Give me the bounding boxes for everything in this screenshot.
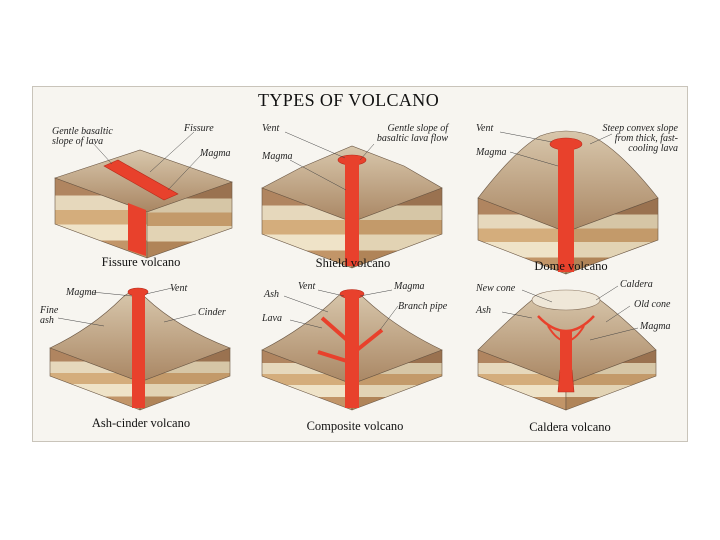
caldera-volcano-illustration	[478, 286, 656, 410]
label-vent: Vent	[476, 124, 493, 134]
label-steep-convex-slope: Steep convex slope from thick, fast-cool…	[598, 124, 678, 154]
caption-caldera-volcano: Caldera volcano	[510, 420, 630, 435]
label-magma: Magma	[394, 282, 425, 292]
label-lava: Lava	[262, 314, 282, 324]
label-ash: Ash	[264, 290, 279, 300]
label-ash: Ash	[476, 306, 491, 316]
label-magma: Magma	[200, 149, 231, 159]
label-gentle-basaltic-slope: Gentle basaltic slope of lava	[52, 127, 132, 147]
label-magma: Magma	[66, 288, 97, 298]
label-caldera: Caldera	[620, 280, 653, 290]
label-new-cone: New cone	[476, 284, 515, 294]
label-magma: Magma	[476, 148, 507, 158]
caption-ash-cinder-volcano: Ash-cinder volcano	[78, 416, 204, 431]
caption-shield-volcano: Shield volcano	[298, 256, 408, 271]
label-fine-ash: Fine ash	[40, 306, 66, 326]
label-vent: Vent	[298, 282, 315, 292]
caption-composite-volcano: Composite volcano	[290, 419, 420, 434]
label-magma: Magma	[262, 152, 293, 162]
label-fissure: Fissure	[184, 124, 214, 134]
caption-dome-volcano: Dome volcano	[516, 259, 626, 274]
caption-fissure-volcano: Fissure volcano	[86, 255, 196, 270]
label-cinder: Cinder	[198, 308, 226, 318]
label-branch-pipe: Branch pipe	[398, 302, 447, 312]
label-magma: Magma	[640, 322, 671, 332]
label-vent: Vent	[262, 124, 279, 134]
label-vent: Vent	[170, 284, 187, 294]
label-old-cone: Old cone	[634, 300, 670, 310]
label-gentle-slope-basaltic-lava: Gentle slope of basaltic lava flow	[372, 124, 448, 144]
